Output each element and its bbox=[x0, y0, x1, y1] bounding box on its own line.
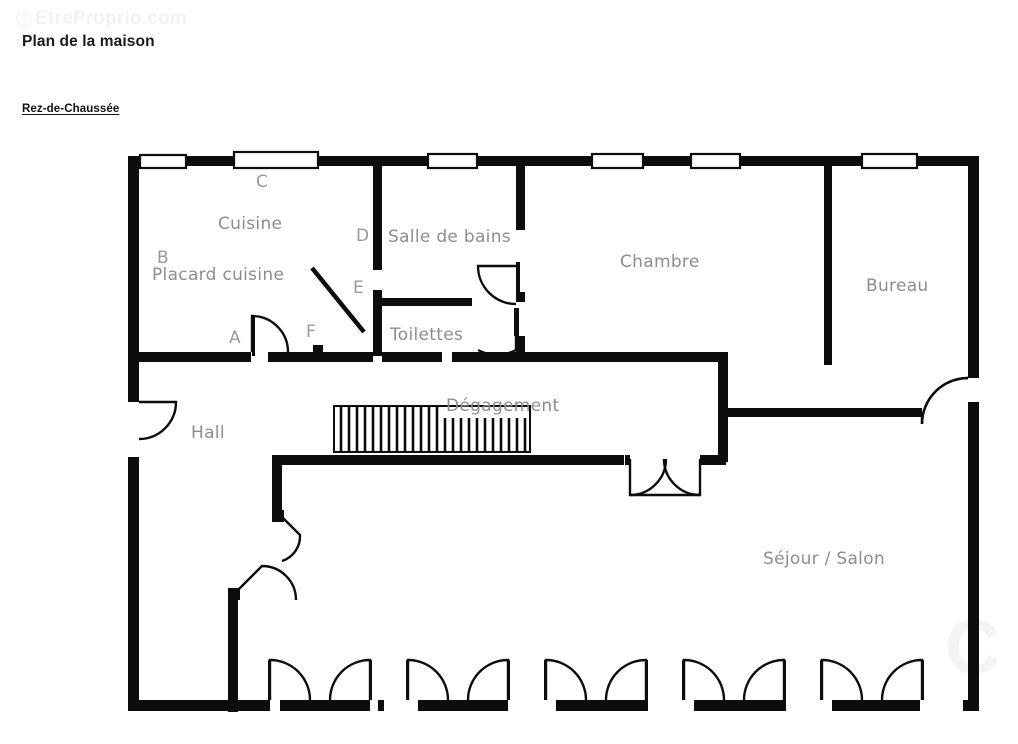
watermark-text: ©EtreProprio.com bbox=[16, 8, 187, 30]
room-label-placard-cuisine: Placard cuisine bbox=[152, 265, 285, 285]
stair-outline bbox=[333, 405, 531, 453]
zone-letter-e: E bbox=[353, 278, 364, 298]
room-label-hall: Hall bbox=[191, 423, 225, 443]
door-toilettes bbox=[477, 310, 518, 356]
page-subtitle: Rez-de-Chaussée bbox=[22, 103, 120, 115]
page-title: Plan de la maison bbox=[22, 33, 155, 50]
walls-interior bbox=[139, 160, 922, 712]
window-3 bbox=[426, 152, 479, 170]
staircase bbox=[333, 405, 531, 453]
zone-letter-c: C bbox=[256, 172, 268, 192]
door-degagement-left bbox=[628, 458, 668, 497]
room-label-toilettes: Toilettes bbox=[390, 325, 464, 345]
room-label-sejour-salon: Séjour / Salon bbox=[763, 549, 885, 569]
zone-letter-f: F bbox=[306, 322, 316, 342]
room-label-bureau: Bureau bbox=[866, 276, 929, 296]
zone-letter-d: D bbox=[356, 226, 370, 246]
door-cuisine bbox=[250, 314, 290, 353]
door-hall-1 bbox=[281, 516, 302, 563]
zone-letter-a: A bbox=[229, 328, 241, 348]
zone-letter-b: B bbox=[157, 248, 169, 268]
door-placard bbox=[310, 266, 366, 334]
door-entrance-hall bbox=[138, 400, 178, 441]
door-degagement-right bbox=[662, 458, 702, 497]
french-doors-bottom bbox=[268, 658, 924, 701]
room-label-degagement: Dégagement bbox=[446, 396, 560, 416]
room-label-cuisine: Cuisine bbox=[218, 214, 283, 234]
doors bbox=[138, 262, 969, 601]
door-salle-de-bains bbox=[476, 264, 517, 306]
watermark-label: EtreProprio.com bbox=[35, 8, 187, 29]
room-label-chambre: Chambre bbox=[620, 252, 700, 272]
room-label-salle-de-bains: Salle de bains bbox=[388, 227, 511, 247]
door-hall-2 bbox=[237, 564, 298, 601]
window-6 bbox=[860, 152, 919, 170]
windows bbox=[138, 150, 919, 170]
copyright-icon: © bbox=[16, 10, 32, 27]
window-4 bbox=[590, 152, 645, 170]
window-2 bbox=[232, 150, 320, 170]
walls-exterior bbox=[128, 156, 979, 711]
window-1 bbox=[138, 153, 188, 170]
window-5 bbox=[689, 152, 742, 170]
